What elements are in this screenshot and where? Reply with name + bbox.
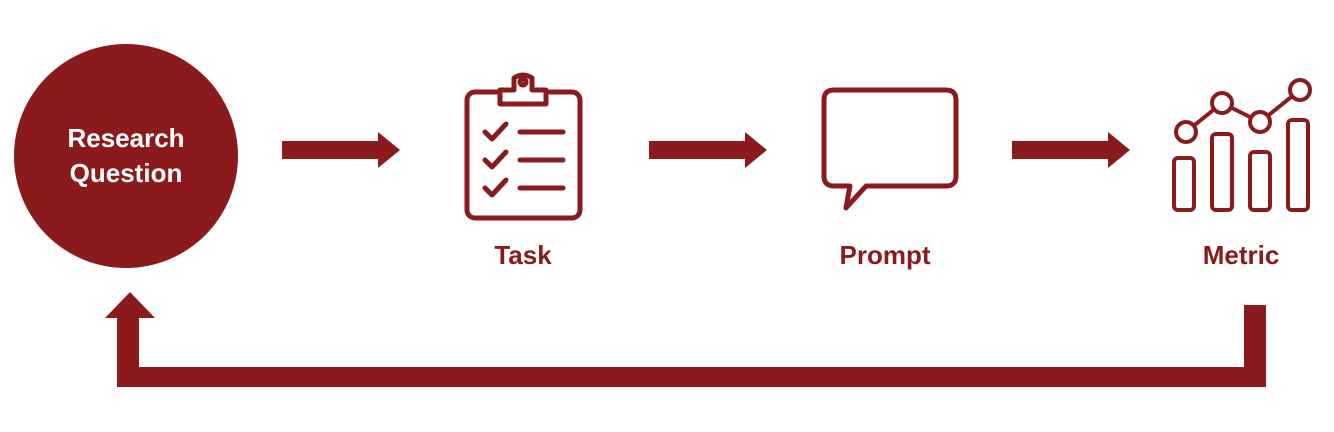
task-label: Task: [494, 240, 552, 270]
speech-bubble-icon: [821, 87, 959, 211]
clipboard-checklist-icon: [464, 72, 583, 221]
prompt-label: Prompt: [840, 240, 931, 270]
research-question-label-line1: Research: [67, 123, 184, 153]
bar-line-chart-icon: [1172, 78, 1312, 212]
research-question-label-line2: Question: [70, 158, 183, 188]
research-question-node: Research Question: [14, 44, 238, 268]
feedback-loop-arrow: [105, 292, 1266, 387]
arrow-task-to-prompt: [649, 132, 767, 168]
metric-node: Metric: [1172, 78, 1312, 270]
arrow-question-to-task: [282, 132, 400, 168]
arrow-prompt-to-metric: [1012, 132, 1130, 168]
task-node: Task: [464, 72, 583, 270]
prompt-node: Prompt: [821, 87, 959, 270]
research-question-circle: [14, 44, 238, 268]
metric-label: Metric: [1203, 240, 1280, 270]
